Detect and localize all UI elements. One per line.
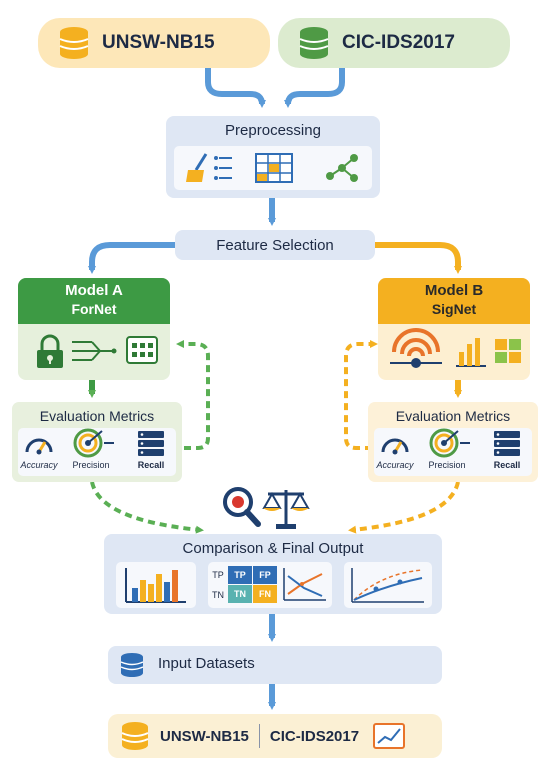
input-datasets-panel: Input Datasets — [108, 646, 442, 684]
confusion-matrix-block: TP TN TP FP TN FN — [208, 562, 332, 608]
bar-chart-icon — [125, 568, 186, 603]
eval-a-panel: Evaluation Metrics Accuracy Precision — [12, 402, 182, 482]
model-b-header: Model B SigNet — [378, 278, 530, 324]
comparison-curve-chart — [344, 562, 432, 608]
loop-orange — [344, 340, 378, 450]
comparison-panel: Comparison & Final Output TP TN TP FP TN… — [104, 534, 442, 614]
model-b-subtitle: SigNet — [431, 301, 477, 317]
server-stack-icon — [138, 431, 164, 456]
model-a-title: Model A — [65, 282, 123, 299]
model-b-panel: Model B SigNet — [378, 278, 530, 380]
server-stack-icon — [494, 431, 520, 456]
eval-b-panel: Evaluation Metrics Accuracy Precision — [368, 402, 538, 482]
comparison-title: Comparison & Final Output — [182, 540, 364, 557]
model-b-title: Model B — [424, 282, 484, 299]
matrix-row-label-tp: TP — [212, 570, 224, 580]
gauge-icon — [25, 438, 53, 455]
eval-a-title: Evaluation Metrics — [39, 408, 155, 424]
line-chart-icon — [373, 723, 406, 749]
eval-b-metrics: Accuracy Precision Recall — [374, 428, 532, 476]
dataset-pill-unsw: UNSW-NB15 — [38, 18, 270, 68]
final-dataset-first: UNSW-NB15 — [160, 727, 249, 745]
final-row-divider — [258, 724, 260, 748]
matrix-cell-fp: FP — [253, 566, 277, 584]
preprocessing-icons — [174, 146, 372, 190]
dataset-label-unsw: UNSW-NB15 — [102, 32, 215, 53]
final-dataset-second: CIC-IDS2017 — [269, 727, 360, 745]
preprocessing-title: Preprocessing — [225, 122, 321, 139]
grid-icon — [495, 339, 521, 363]
arrow-fs-modelB — [374, 242, 462, 274]
network-graph-icon — [326, 154, 358, 182]
model-a-panel: Model A ForNet — [18, 278, 170, 380]
keypad-icon — [126, 336, 158, 364]
magnifier-scale-icon — [223, 487, 310, 529]
arrow-fs-modelA — [88, 242, 175, 274]
dataset-pill-cic: CIC-IDS2017 — [278, 18, 510, 68]
database-icon — [120, 653, 144, 677]
input-datasets-title: Input Datasets — [158, 655, 255, 672]
feature-selection-title: Feature Selection — [216, 237, 334, 254]
comparison-bar-chart — [116, 562, 196, 608]
database-icon — [59, 27, 89, 59]
eval-b-title: Evaluation Metrics — [395, 408, 511, 424]
dash-evalB-cmp — [348, 481, 460, 534]
eval-a-accuracy-label: Accuracy — [20, 460, 58, 470]
broom-icon — [186, 153, 232, 182]
matrix-cell-fn: FN — [253, 585, 277, 603]
curve-chart-icon — [351, 568, 424, 603]
eval-a-precision-label: Precision — [72, 460, 110, 470]
feature-selection-panel: Feature Selection — [175, 230, 375, 260]
circuit-icon — [72, 341, 117, 361]
eval-b-recall-label: Recall — [493, 460, 521, 470]
signal-wave-icon — [390, 328, 442, 368]
eval-a-recall-label: Recall — [137, 460, 165, 470]
database-icon — [299, 27, 329, 59]
eval-b-precision-label: Precision — [428, 460, 466, 470]
trend-line-icon — [283, 568, 326, 601]
eval-b-accuracy-label: Accuracy — [376, 460, 414, 470]
lock-icon — [37, 334, 63, 368]
dash-evalA-cmp — [90, 481, 204, 534]
dataset-label-cic: CIC-IDS2017 — [342, 32, 455, 53]
model-a-header: Model A ForNet — [18, 278, 170, 324]
target-icon — [73, 428, 114, 458]
arrow-ds1-pre — [205, 68, 266, 108]
bar-chart-icon — [456, 338, 486, 367]
matrix-row-label-tn: TN — [212, 590, 224, 600]
loop-green — [176, 340, 210, 450]
grid-table-icon — [255, 153, 293, 183]
preprocessing-panel: Preprocessing — [166, 116, 380, 198]
database-icon — [121, 722, 149, 750]
matrix-cell-tp: TP — [228, 566, 252, 584]
final-datasets-row: UNSW-NB15 CIC-IDS2017 — [108, 714, 442, 758]
gauge-icon — [381, 438, 409, 455]
matrix-cell-tn: TN — [228, 585, 252, 603]
model-a-subtitle: ForNet — [71, 301, 117, 317]
target-icon — [429, 428, 470, 458]
eval-a-metrics: Accuracy Precision Recall — [18, 428, 176, 476]
arrow-ds2-pre — [284, 68, 345, 108]
